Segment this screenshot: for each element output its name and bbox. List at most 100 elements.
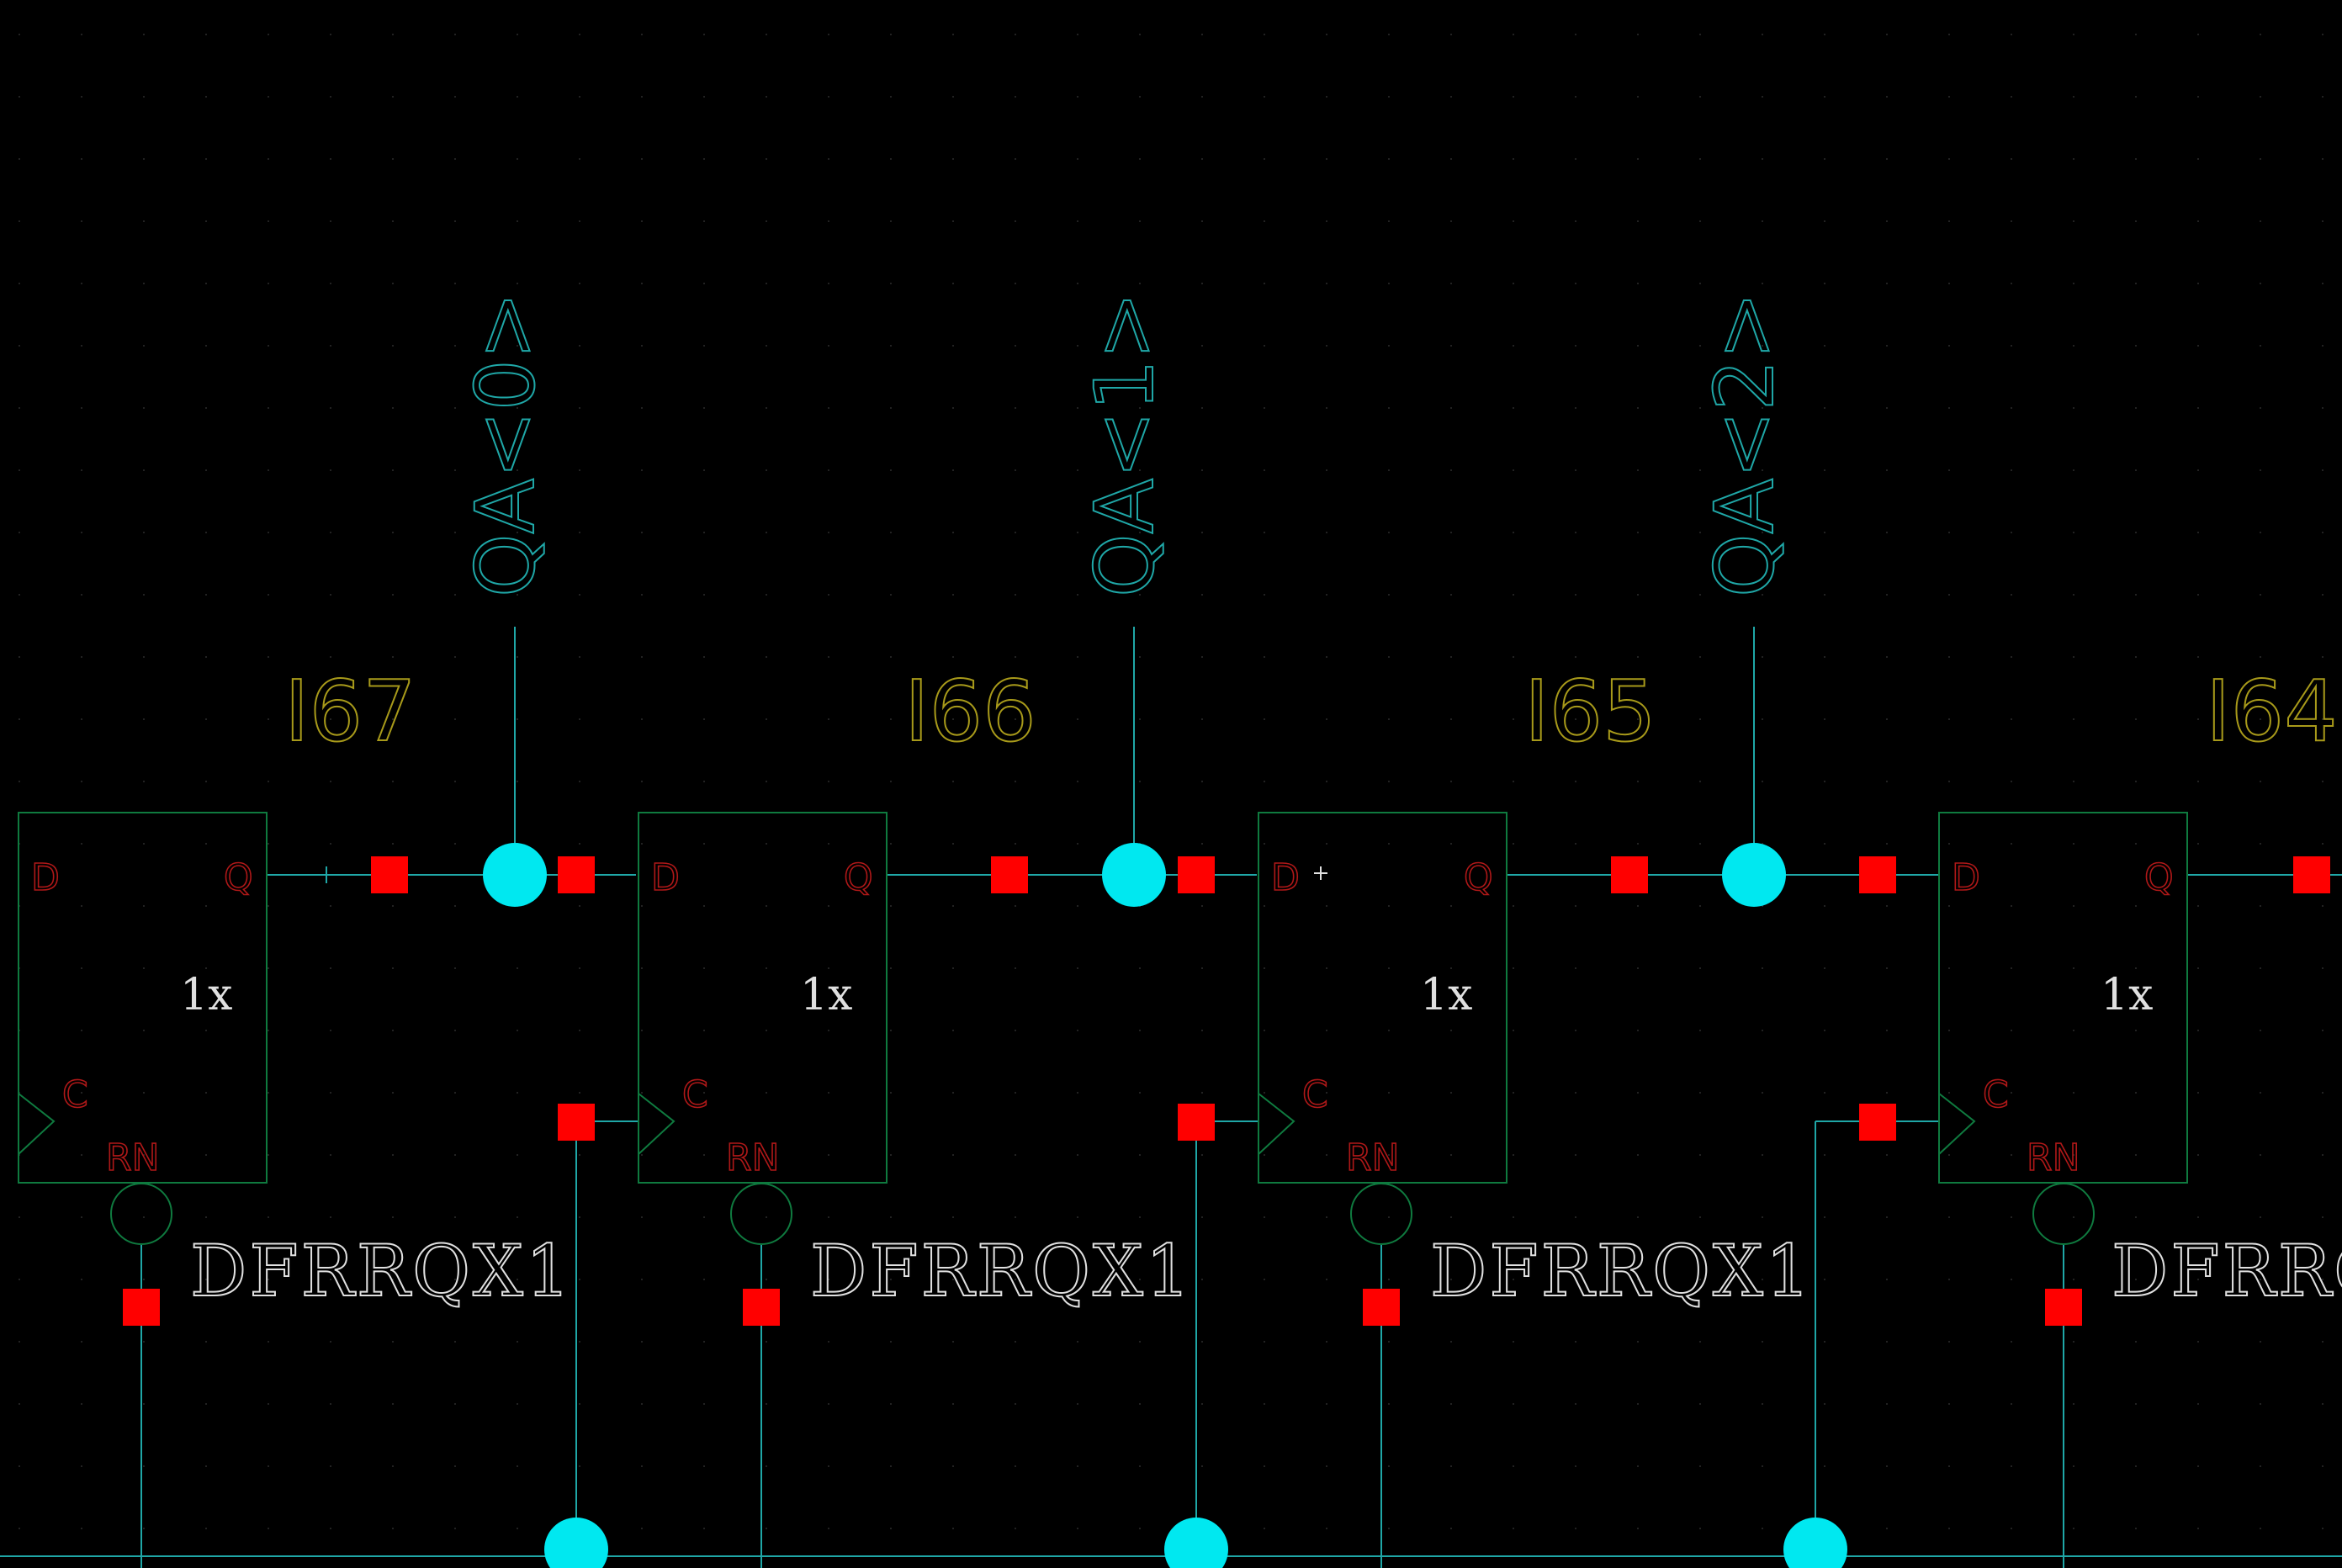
cell-name: DFRRQX1 bbox=[190, 1230, 573, 1312]
grid-dot bbox=[205, 407, 207, 409]
selection-square-icon[interactable] bbox=[1611, 856, 1648, 893]
junction-dot-icon[interactable] bbox=[1102, 843, 1166, 907]
grid-dot bbox=[517, 345, 518, 347]
grid-dot bbox=[1326, 345, 1327, 347]
selection-square-icon[interactable] bbox=[1859, 1104, 1896, 1141]
grid-dot bbox=[1575, 158, 1576, 160]
grid-dot bbox=[1699, 96, 1701, 98]
grid-dot bbox=[1264, 407, 1265, 409]
instance-i65[interactable]: D Q C RN 1x I65 DFRRQX1 bbox=[1258, 661, 1813, 1313]
grid-dot bbox=[1388, 407, 1390, 409]
grid-dot bbox=[81, 1528, 82, 1529]
instance-body[interactable] bbox=[638, 812, 888, 1184]
grid-dot bbox=[1948, 1092, 1950, 1094]
selection-square-icon[interactable] bbox=[2293, 856, 2330, 893]
grid-dot bbox=[1824, 96, 1825, 98]
grid-dot bbox=[2260, 220, 2261, 222]
grid-dot bbox=[1513, 34, 1514, 35]
grid-dot bbox=[517, 283, 518, 284]
instance-i64[interactable]: D Q C RN 1x I64 DFRRQX1 bbox=[1938, 661, 2342, 1313]
net-label-qa2[interactable]: QA<2> bbox=[1697, 291, 1793, 598]
grid-dot bbox=[1139, 1216, 1141, 1218]
instance-body[interactable] bbox=[18, 812, 268, 1184]
grid-dot bbox=[19, 1403, 20, 1405]
grid-dot bbox=[641, 718, 643, 720]
grid-dot bbox=[1077, 1528, 1078, 1529]
grid-dot bbox=[517, 407, 518, 409]
grid-dot bbox=[952, 1092, 954, 1094]
grid-dot bbox=[268, 1154, 269, 1156]
grid-dot bbox=[1201, 1092, 1203, 1094]
grid-dot bbox=[2197, 283, 2199, 284]
junction-dot-icon[interactable] bbox=[483, 843, 547, 907]
grid-dot bbox=[19, 1528, 20, 1529]
grid-dot bbox=[392, 1528, 394, 1529]
selection-square-icon[interactable] bbox=[371, 856, 408, 893]
junction-dot-icon[interactable] bbox=[1722, 843, 1786, 907]
grid-dot bbox=[2135, 158, 2137, 160]
selection-square-icon[interactable] bbox=[1178, 1104, 1215, 1141]
selection-square-icon[interactable] bbox=[558, 856, 595, 893]
junction-dot-icon[interactable] bbox=[1164, 1518, 1228, 1568]
grid-dot bbox=[1948, 1216, 1950, 1218]
grid-dot bbox=[766, 469, 767, 471]
selection-square-icon[interactable] bbox=[558, 1104, 595, 1141]
selection-square-icon[interactable] bbox=[1178, 856, 1215, 893]
grid-dot bbox=[2260, 34, 2261, 35]
grid-dot bbox=[517, 1030, 518, 1031]
grid-dot bbox=[703, 718, 705, 720]
selection-square-icon[interactable] bbox=[1859, 856, 1896, 893]
selection-square-icon[interactable] bbox=[123, 1289, 160, 1326]
grid-dot bbox=[1575, 1092, 1576, 1094]
selection-square-icon[interactable] bbox=[991, 856, 1028, 893]
instance-i67[interactable]: D Q C RN 1x I67 DFRRQX1 bbox=[18, 661, 573, 1313]
junction-dot-icon[interactable] bbox=[1783, 1518, 1847, 1568]
pin-label-rn: RN bbox=[2027, 1136, 2080, 1179]
grid-dot bbox=[952, 843, 954, 845]
net-label-qa1[interactable]: QA<1> bbox=[1077, 291, 1173, 598]
junction-dot-icon[interactable] bbox=[544, 1518, 608, 1568]
grid-dot bbox=[2197, 1465, 2199, 1467]
instance-i66[interactable]: D Q C RN 1x I66 DFRRQX1 bbox=[638, 661, 1193, 1313]
grid-dot bbox=[19, 718, 20, 720]
grid-dot bbox=[1824, 1154, 1825, 1156]
grid-dot bbox=[1388, 905, 1390, 907]
grid-dot bbox=[1637, 1216, 1639, 1218]
instance-body[interactable] bbox=[1938, 812, 2188, 1184]
grid-dot bbox=[454, 1528, 456, 1529]
grid-dot bbox=[1326, 1403, 1327, 1405]
grid-dot bbox=[1015, 1465, 1016, 1467]
selection-square-icon[interactable] bbox=[743, 1289, 780, 1326]
grid-dot bbox=[517, 1279, 518, 1280]
grid-dot bbox=[1264, 594, 1265, 596]
grid-dot bbox=[1264, 1528, 1265, 1529]
grid-dot bbox=[1637, 96, 1639, 98]
grid-dot bbox=[2260, 1216, 2261, 1218]
grid-dot bbox=[2197, 1092, 2199, 1094]
grid-dot bbox=[1388, 1092, 1390, 1094]
grid-dot bbox=[579, 283, 580, 284]
selection-square-icon[interactable] bbox=[2045, 1289, 2082, 1326]
grid-dot bbox=[952, 905, 954, 907]
instance-body[interactable] bbox=[1258, 812, 1507, 1184]
grid-dot bbox=[1886, 718, 1888, 720]
grid-dot bbox=[19, 1465, 20, 1467]
grid-dot bbox=[1699, 1403, 1701, 1405]
grid-dot bbox=[454, 1030, 456, 1031]
grid-dot bbox=[1450, 781, 1452, 782]
grid-dot bbox=[828, 843, 829, 845]
grid-dot bbox=[1575, 718, 1576, 720]
grid-dot bbox=[766, 1528, 767, 1529]
net-label-qa0[interactable]: QA<0> bbox=[458, 291, 554, 598]
grid-dot bbox=[1450, 407, 1452, 409]
grid-dot bbox=[1699, 1465, 1701, 1467]
grid-dot bbox=[1513, 843, 1514, 845]
grid-dot bbox=[1762, 532, 1763, 533]
selection-square-icon[interactable] bbox=[1363, 1289, 1400, 1326]
grid-dot bbox=[1139, 1154, 1141, 1156]
grid-dot bbox=[2011, 1030, 2012, 1031]
grid-dot bbox=[952, 469, 954, 471]
grid-dot bbox=[268, 594, 269, 596]
grid-dot bbox=[2135, 781, 2137, 782]
